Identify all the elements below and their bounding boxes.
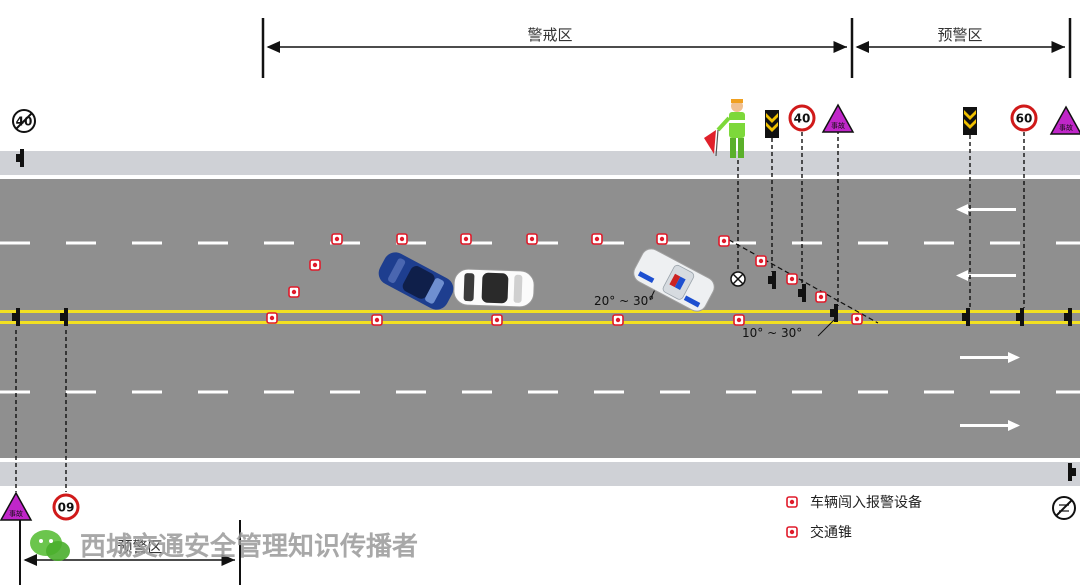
top-shoulder — [0, 151, 1080, 175]
vehicle-angle-label: 20° ~ 30° — [594, 294, 654, 308]
road — [0, 151, 1080, 486]
svg-text:40: 40 — [794, 112, 811, 126]
direction-arrows-left — [956, 204, 1016, 281]
police-car — [633, 248, 715, 312]
chevron-sign-icon — [963, 107, 977, 135]
direction-arrows-right — [960, 352, 1020, 431]
barrier-lamp-icon — [730, 271, 746, 287]
alarm-device-posts — [12, 149, 1076, 481]
speed-limit-60-sign-opposite: 60 — [52, 493, 80, 521]
center-line-a — [0, 310, 1080, 313]
chevron-sign-icon — [765, 110, 779, 138]
svg-text:事故: 事故 — [1059, 123, 1073, 132]
end-speed-limit-sign: 40 — [12, 109, 36, 133]
zone-dimensions: 警戒区 预警区 — [261, 18, 1072, 78]
cone-angle-label: 10° ~ 30° — [742, 326, 802, 340]
cone-taper-guide — [721, 235, 879, 324]
speed-limit-40-sign: 40 — [788, 104, 816, 132]
watermark-text: 西城交通安全管理知识传播者 — [80, 531, 418, 562]
legend-traffic-cone-icon — [786, 526, 798, 538]
watermark: 西城交通安全管理知识传播者 — [30, 530, 418, 562]
wechat-icon — [30, 530, 70, 561]
legend: 车辆闯入报警设备 交通锥 — [786, 494, 922, 541]
accident-warning-sign: 事故 — [1049, 105, 1080, 135]
legend-alarm-device-label: 车辆闯入报警设备 — [810, 494, 922, 511]
svg-text:事故: 事故 — [9, 509, 23, 518]
warning-zone-label: 警戒区 — [527, 26, 572, 44]
cone-angle-guide — [817, 317, 837, 337]
traffic-officer — [704, 99, 745, 158]
center-line-b — [0, 321, 1080, 324]
white-car — [453, 268, 535, 308]
legend-alarm-device-icon — [786, 496, 798, 508]
accident-warning-sign-opposite: 事故 — [0, 491, 33, 521]
bottom-shoulder — [0, 462, 1080, 486]
blue-car — [378, 252, 454, 310]
svg-text:事故: 事故 — [831, 121, 845, 130]
legend-traffic-cone-label: 交通锥 — [810, 524, 852, 541]
svg-text:60: 60 — [1016, 112, 1033, 126]
roadway — [0, 179, 1080, 458]
end-speed-limit-sign-opposite — [1052, 496, 1076, 520]
buffer-zone-label: 预警区 — [117, 538, 162, 556]
pre-warning-zone-label: 预警区 — [937, 26, 982, 44]
speed-limit-60-sign: 60 — [1010, 104, 1038, 132]
accident-warning-sign: 事故 — [821, 103, 855, 133]
svg-text:60: 60 — [58, 500, 75, 514]
sign-leader-lines — [15, 130, 1025, 492]
